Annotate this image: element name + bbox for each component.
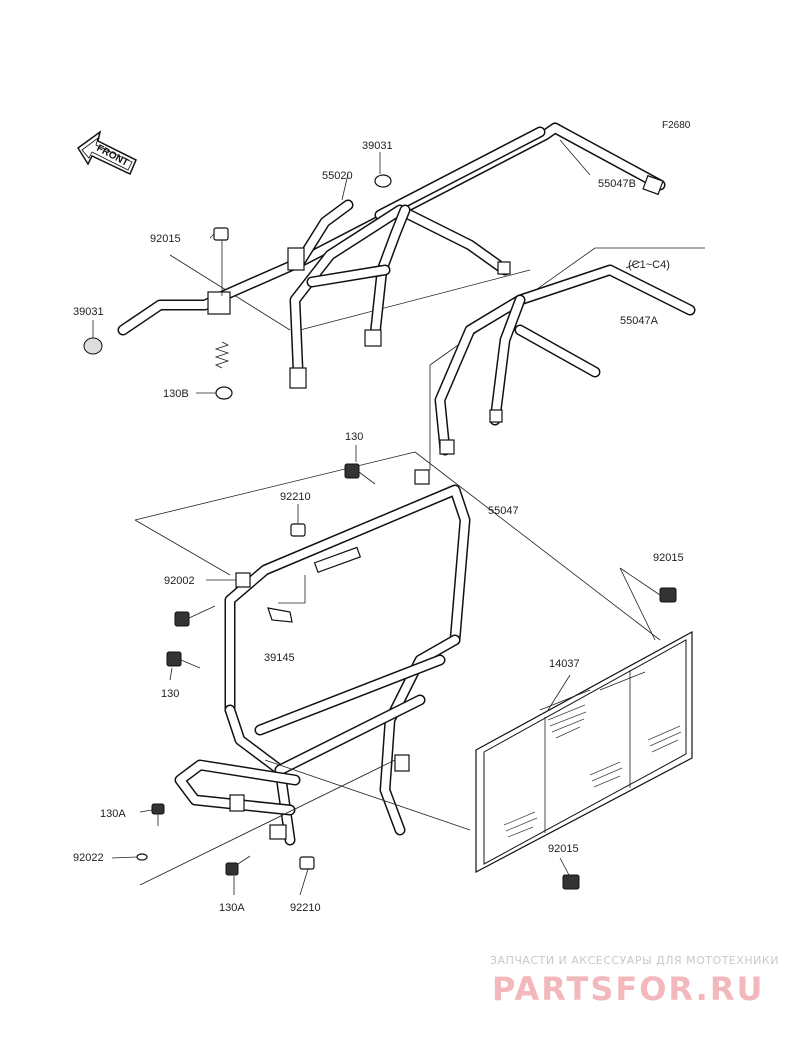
upper-frame-outline (169, 122, 666, 389)
nut-92015-right (659, 587, 677, 603)
nut-92210-top (290, 523, 306, 537)
figure-code: F2680 (662, 120, 691, 131)
washer-92022 (136, 853, 148, 861)
label-39031-top: 39031 (362, 140, 393, 152)
label-55047: 55047 (488, 505, 519, 517)
leader-lines (92, 139, 661, 896)
nut-92015-top (213, 227, 229, 241)
label-92022: 92022 (73, 852, 104, 864)
label-92015-bottom: 92015 (548, 843, 579, 855)
label-92210-bottom: 92210 (290, 902, 321, 914)
label-55047A: 55047A (620, 315, 659, 327)
label-14037: 14037 (549, 658, 580, 670)
variant-inset-55047A (429, 247, 705, 470)
lower-cage-55047 (134, 451, 661, 886)
watermark-brand: PARTSFOR.RU (492, 970, 764, 1008)
variant-note: (C1~C4) (628, 259, 670, 271)
spring-130B (214, 341, 230, 369)
cap-39031-left (83, 337, 103, 355)
bolt-130-left (166, 651, 201, 669)
bolt-130A-bottom (225, 855, 251, 876)
label-92015-top: 92015 (150, 233, 181, 245)
label-130A-left: 130A (100, 808, 126, 820)
screen-panel-14037 (475, 630, 693, 873)
bolt-130A-left (151, 803, 165, 826)
label-39145: 39145 (264, 652, 295, 664)
label-130-top: 130 (345, 431, 363, 443)
nut-92210-bottom (299, 856, 315, 870)
cap-39031-top (374, 174, 392, 188)
label-55047B: 55047B (598, 178, 636, 190)
label-130-left: 130 (161, 688, 179, 700)
grab-bar-55020 (117, 199, 354, 336)
bolt-130B (215, 386, 233, 400)
bolt-92002 (174, 605, 216, 627)
label-39031-left: 39031 (73, 306, 104, 318)
nut-92015-bottom (562, 874, 580, 890)
label-92210-top: 92210 (280, 491, 311, 503)
label-92015-right: 92015 (653, 552, 684, 564)
label-55020: 55020 (322, 170, 353, 182)
label-92002: 92002 (164, 575, 195, 587)
watermark-tagline: ЗАПЧАСТИ И АКСЕССУАРЫ ДЛЯ МОТОТЕХНИКИ (490, 954, 779, 967)
label-130B: 130B (163, 388, 189, 400)
front-arrow-icon: FRONT (76, 130, 137, 176)
bolt-130-top (344, 463, 376, 485)
label-130A-bottom: 130A (219, 902, 245, 914)
